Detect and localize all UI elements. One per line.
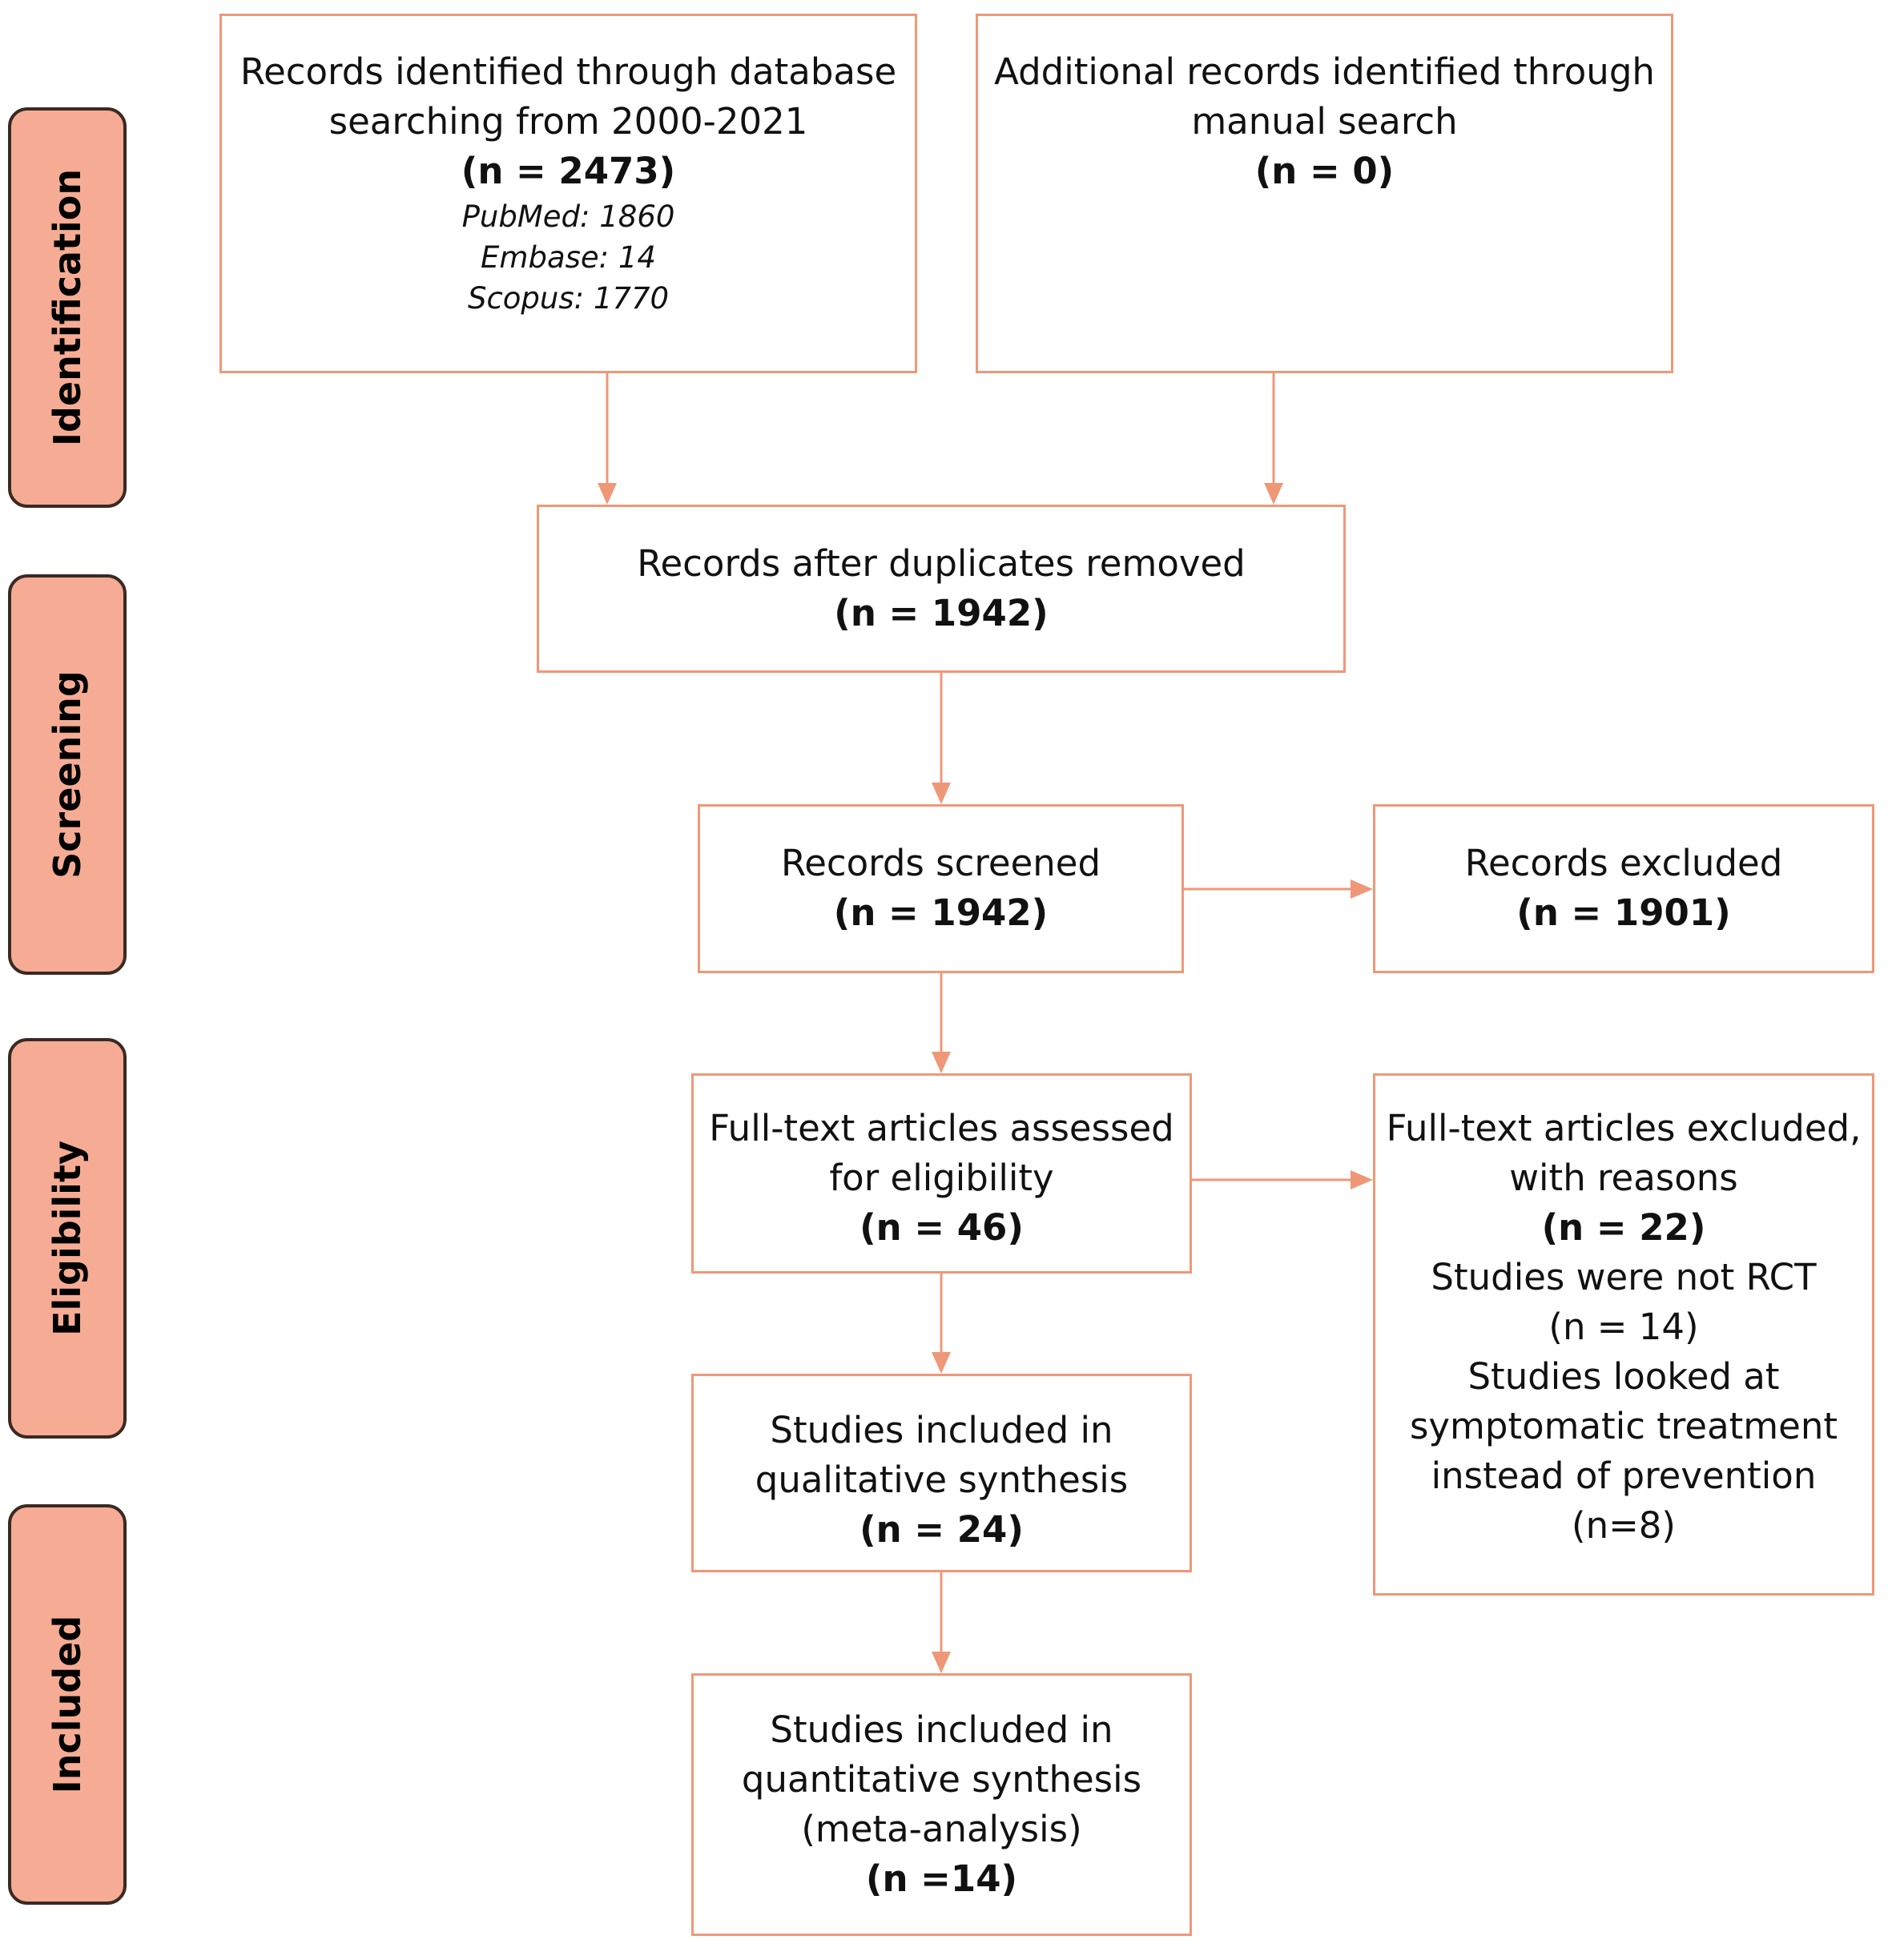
fulltext-line1: Full-text articles assessed [709,1107,1174,1149]
arrow-screened-to-fulltext [932,973,951,1073]
reason-symptomatic-line3: instead of prevention [1431,1455,1817,1497]
fulltext-line2: for eligibility [829,1157,1054,1199]
qualitative-line1: Studies included in [770,1409,1113,1451]
stage-eligibility: Eligibility [8,1038,127,1439]
stage-screening: Screening [8,574,127,975]
quantitative-line3: (meta-analysis) [801,1808,1082,1850]
database-line2: searching from 2000-2021 [328,100,808,143]
arrow-fulltext-to-qualitative [932,1274,951,1374]
box-database-records: Records identified through database sear… [219,14,917,373]
manual-count: (n = 0) [1254,150,1395,192]
stage-identification: Identification [8,107,127,508]
box-qualitative: Studies included in qualitative synthesi… [691,1374,1192,1572]
qualitative-line2: qualitative synthesis [755,1459,1129,1501]
screened-line1: Records screened [780,842,1101,884]
manual-line2: manual search [1191,100,1458,143]
arrow-screened-to-excluded [1184,879,1373,899]
quantitative-line1: Studies included in [770,1708,1113,1751]
quantitative-line2: quantitative synthesis [741,1758,1142,1801]
arrow-deduplicated-to-screened [932,673,951,804]
stage-included: Included [8,1504,127,1905]
box-quantitative: Studies included in quantitative synthes… [691,1673,1192,1936]
arrow-manual-to-deduplicated [1264,373,1283,505]
quantitative-count: (n =14) [865,1857,1018,1900]
fulltext-excluded-count: (n = 22) [1541,1206,1706,1249]
deduplicated-count: (n = 1942) [834,592,1049,634]
box-manual-records: Additional records identified through ma… [976,14,1673,373]
reason-not-rct-count: (n = 14) [1548,1306,1699,1348]
reason-not-rct: Studies were not RCT [1431,1256,1817,1298]
box-records-excluded: Records excluded (n = 1901) [1373,804,1874,973]
screened-count: (n = 1942) [833,891,1049,934]
excluded-line1: Records excluded [1464,842,1783,884]
arrow-qualitative-to-quantitative [932,1572,951,1673]
database-count: (n = 2473) [461,150,676,192]
manual-line1: Additional records identified through [994,50,1655,93]
box-screened: Records screened (n = 1942) [698,804,1184,973]
fulltext-count: (n = 46) [859,1206,1024,1249]
database-source-embase: Embase: 14 [481,240,656,275]
excluded-count: (n = 1901) [1516,891,1731,934]
box-fulltext-assessed: Full-text articles assessed for eligibil… [691,1073,1192,1274]
qualitative-count: (n = 24) [859,1508,1024,1551]
arrow-database-to-deduplicated [598,373,617,505]
fulltext-excluded-line2: with reasons [1509,1157,1738,1199]
database-source-scopus: Scopus: 1770 [467,281,670,316]
deduplicated-line1: Records after duplicates removed [637,542,1246,585]
box-deduplicated: Records after duplicates removed (n = 19… [537,505,1346,673]
database-line1: Records identified through database [240,50,897,93]
box-fulltext-excluded: Full-text articles excluded, with reason… [1373,1073,1874,1596]
fulltext-excluded-line1: Full-text articles excluded, [1386,1107,1862,1149]
reason-symptomatic-line1: Studies looked at [1467,1355,1780,1398]
arrow-fulltext-to-fulltext-excluded [1192,1170,1373,1189]
reason-symptomatic-line2: symptomatic treatment [1409,1405,1838,1447]
reason-symptomatic-count: (n=8) [1572,1504,1676,1547]
database-source-pubmed: PubMed: 1860 [461,199,675,234]
